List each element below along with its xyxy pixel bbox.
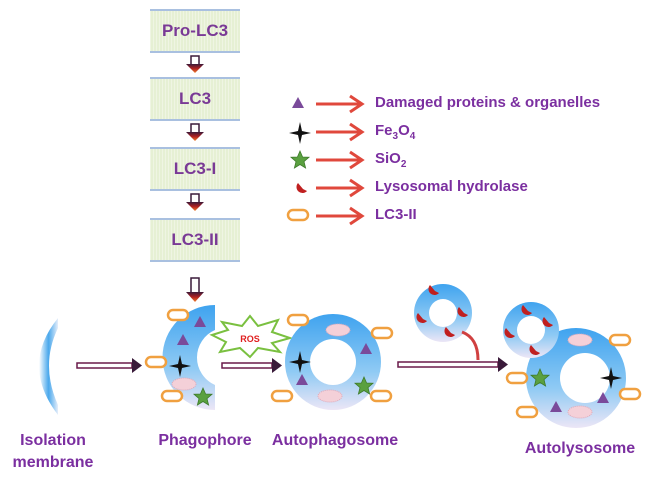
legend-label-hydrolase: Lysosomal hydrolase <box>375 178 528 195</box>
text: 2 <box>400 159 407 170</box>
text: 4 <box>409 131 416 142</box>
ros-burst-icon: ROS <box>209 314 294 359</box>
legend-label-lc3-ii: LC3-II <box>375 206 417 223</box>
stage-arrow <box>221 358 282 373</box>
text: Fe <box>375 122 393 139</box>
lysosome-shape <box>414 284 480 361</box>
legend-hydrolase-icon <box>296 183 307 194</box>
legend-triangle-icon <box>292 97 304 108</box>
box-label: LC3-I <box>173 159 217 178</box>
down-arrow <box>186 193 204 211</box>
isolation-membrane-shape <box>39 318 58 415</box>
legend-label-damaged: Damaged proteins & organelles <box>375 94 601 111</box>
box-label: Pro-LC3 <box>161 21 229 40</box>
label-autophagosome: Autophagosome <box>271 432 399 449</box>
stage-arrow <box>397 357 508 372</box>
legend-label-fe3o4: Fe3O4 <box>375 122 415 142</box>
ros-label: ROS <box>240 334 260 344</box>
box-label: LC3 <box>178 89 212 108</box>
phagophore-shape <box>144 305 215 410</box>
stage-arrow <box>76 358 142 373</box>
legend-four-point-star-icon <box>289 122 311 144</box>
box-pro-lc3: Pro-LC3 <box>150 9 240 53</box>
down-arrow <box>186 55 204 73</box>
legend-arrows <box>316 94 365 226</box>
down-arrow <box>186 123 204 141</box>
down-arrow <box>186 277 204 302</box>
autolysosome-shape <box>503 302 642 428</box>
legend-label-sio2: SiO2 <box>375 150 406 170</box>
text: 3 <box>392 131 399 142</box>
legend-green-star-icon <box>290 150 310 169</box>
label-phagophore: Phagophore <box>158 432 252 449</box>
text: SiO <box>375 150 401 167</box>
text: O <box>398 122 410 139</box>
box-lc3: LC3 <box>150 77 240 121</box>
box-label: LC3-II <box>171 230 219 249</box>
label-isolation-membrane: Isolation membrane <box>8 430 98 474</box>
label-autolysosome: Autolysosome <box>524 440 636 457</box>
box-lc3-ii: LC3-II <box>150 218 240 262</box>
box-lc3-i: LC3-I <box>150 147 240 191</box>
text: Isolation <box>20 432 86 449</box>
autophagosome-shape <box>270 313 394 410</box>
legend-lc3-ii-capsule-icon <box>286 208 310 222</box>
text: membrane <box>12 454 94 471</box>
